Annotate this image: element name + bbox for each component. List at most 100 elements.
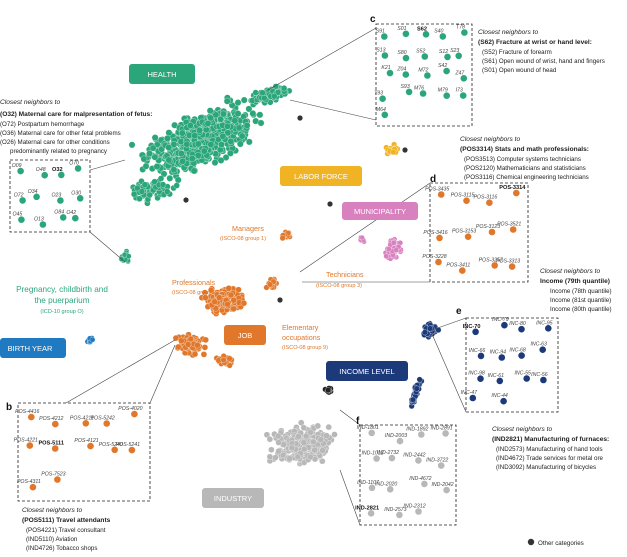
- pill-job: JOB: [224, 325, 266, 345]
- inset-point-label: IND-2732: [377, 450, 399, 456]
- inset-point-label: POS-7523: [41, 472, 65, 478]
- inset-point: [509, 226, 517, 233]
- panel-d-text: Closest neighbors to (POS3314) Stats and…: [430, 136, 589, 185]
- inset-point: [41, 171, 48, 179]
- inset-point-label: POS-4211: [70, 415, 94, 421]
- other-point: [183, 197, 189, 203]
- inset-point-label: IND-2003: [385, 433, 407, 439]
- inset-point: [518, 352, 525, 359]
- health-cluster-point: [177, 150, 185, 157]
- health-cluster-point: [149, 144, 157, 152]
- job-mid-cluster-point: [226, 355, 233, 362]
- health-cluster-point: [188, 155, 196, 162]
- label-professionals-sub: (ISCO-08 group 2): [172, 290, 218, 296]
- health-cluster-point: [187, 122, 194, 129]
- health-cluster-point: [142, 162, 150, 170]
- job-lower-cluster-point: [184, 341, 192, 348]
- category-labels: Managers (ISCO-08 group 1) Professionals…: [16, 224, 364, 351]
- inset-point-label: POS-3228: [422, 254, 446, 260]
- other-point: [402, 147, 408, 153]
- other-point: [277, 297, 283, 303]
- health-cluster-low-point: [130, 191, 138, 198]
- health-cluster-low-point: [138, 188, 146, 195]
- industry-cluster-point: [294, 453, 302, 461]
- svg-text:e: e: [456, 306, 462, 317]
- inset-point-label: POS-3123: [476, 224, 500, 230]
- inset-point-label: POS-3116: [473, 195, 497, 201]
- job-lower-cluster-point: [172, 334, 180, 342]
- panel-b-text: b Closest neighbors to (POS5111) Travel …: [6, 402, 111, 552]
- inset-point-label: S62: [417, 26, 427, 32]
- inset-point-label: POS-4020: [118, 406, 142, 412]
- health-cluster-tail-point: [261, 94, 268, 102]
- health-cluster-tail-point: [280, 85, 288, 92]
- inset-point: [463, 197, 470, 204]
- industry-cluster-point: [275, 448, 282, 455]
- inset-point: [444, 53, 451, 61]
- inset-point: [373, 455, 380, 462]
- inset-point: [381, 111, 389, 119]
- inset-point-label: POS-5111: [38, 441, 64, 447]
- inset-point-label: S91: [376, 29, 385, 35]
- connector-e: [431, 317, 467, 331]
- industry-cluster-point: [266, 436, 274, 443]
- inset-point-label: POS-4221: [14, 438, 38, 444]
- inset-point: [443, 67, 450, 75]
- panel-a-text: Closest neighbors to (O32) Maternal care…: [0, 99, 152, 155]
- health-cluster-low-point: [146, 191, 153, 199]
- job-lower-cluster-point: [194, 342, 201, 349]
- inset-point: [435, 258, 442, 266]
- svg-text:(O26) Maternal care for other: (O26) Maternal care for other conditions: [0, 139, 110, 146]
- birth-cluster-point: [89, 336, 96, 343]
- income-cluster: [420, 320, 442, 340]
- industry-cluster-point: [279, 451, 287, 459]
- industry-black: [322, 385, 334, 396]
- job-lower-cluster-point: [202, 336, 209, 344]
- inset-point-label: POS-4416: [15, 409, 39, 415]
- industry-cluster-point: [263, 431, 271, 438]
- inset-point-label: O30: [71, 190, 81, 196]
- inset-point: [518, 325, 525, 333]
- industry-cluster-point: [310, 438, 317, 446]
- inset-point-label: INC-47: [461, 390, 479, 396]
- inset-point-label: Z04: [396, 67, 406, 73]
- pregnancy-cluster-point: [125, 253, 132, 259]
- inset-point: [436, 234, 443, 242]
- health-cluster-point: [240, 96, 248, 104]
- inset-point: [488, 228, 496, 236]
- health-cluster-point: [191, 132, 199, 140]
- industry-cluster-point: [311, 446, 318, 454]
- inset-point: [19, 197, 26, 204]
- health-cluster-point: [153, 163, 161, 170]
- job-lower-cluster: [172, 331, 209, 359]
- health-cluster-point: [166, 174, 174, 182]
- health-cluster-point: [164, 135, 171, 142]
- inset-point: [103, 420, 110, 427]
- inset-point-label: S13: [376, 48, 385, 54]
- health-cluster-point: [212, 111, 220, 119]
- inset-point: [405, 88, 413, 96]
- professionals-cluster-point: [224, 301, 231, 308]
- svg-text:JOB: JOB: [238, 331, 253, 340]
- health-cluster-point: [204, 120, 212, 127]
- inset-point: [439, 33, 447, 40]
- health-cluster-point: [217, 157, 225, 164]
- svg-text:(S52) Fracture of forearm: (S52) Fracture of forearm: [482, 49, 552, 56]
- inset-point: [437, 462, 445, 469]
- inset-point-label: T78: [456, 25, 465, 31]
- municipality-cluster-point: [390, 240, 397, 246]
- inset-point-label: INC-55: [514, 371, 531, 377]
- inset-point: [17, 167, 24, 175]
- inset-point-label: POS-3416: [423, 230, 447, 236]
- inset-point: [87, 442, 94, 450]
- inset-point-label: INC-70: [463, 324, 481, 330]
- svg-text:Closest neighbors to: Closest neighbors to: [540, 268, 600, 275]
- svg-text:(POS2120) Mathematicians and s: (POS2120) Mathematicians and statisticia…: [464, 165, 586, 172]
- job-lower-cluster-point: [175, 343, 182, 351]
- inset-point: [28, 413, 35, 421]
- inset-point-label: INC-68: [509, 348, 526, 354]
- inset-point: [421, 53, 429, 60]
- inset-frame: [359, 424, 457, 526]
- svg-text:d: d: [430, 174, 436, 185]
